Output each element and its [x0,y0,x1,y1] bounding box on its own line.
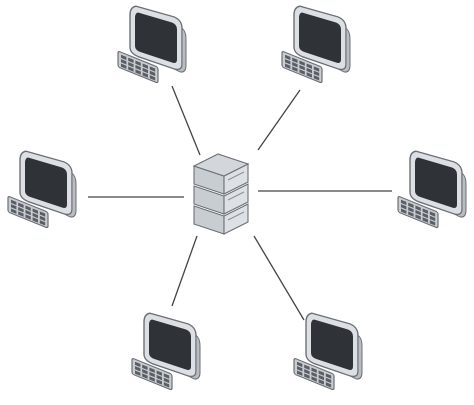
keyboard-icon [281,51,323,84]
monitor-icon [409,150,467,218]
link-top-left [171,85,201,156]
monitor-icon [305,312,363,380]
keyboard-icon [117,51,159,84]
server-icon [192,153,250,235]
link-top-right [257,89,301,151]
link-bottom-right [253,235,305,321]
connection-links [88,85,392,321]
computer-bottom-right-icon [293,312,363,391]
computer-middle-right-icon [397,150,467,229]
keyboard-icon [397,196,439,229]
computer-top-left-icon [117,5,187,84]
monitor-icon [293,5,351,73]
monitor-icon [143,312,201,380]
server-hub [192,153,250,235]
keyboard-icon [293,358,335,391]
computer-middle-left-icon [7,150,77,229]
computer-top-right-icon [281,5,351,84]
monitor-icon [19,150,77,218]
keyboard-icon [7,196,49,229]
computer-bottom-left-icon [131,312,201,391]
computer-nodes [7,5,467,391]
link-bottom-left [171,235,198,307]
monitor-icon [129,5,187,73]
keyboard-icon [131,358,173,391]
